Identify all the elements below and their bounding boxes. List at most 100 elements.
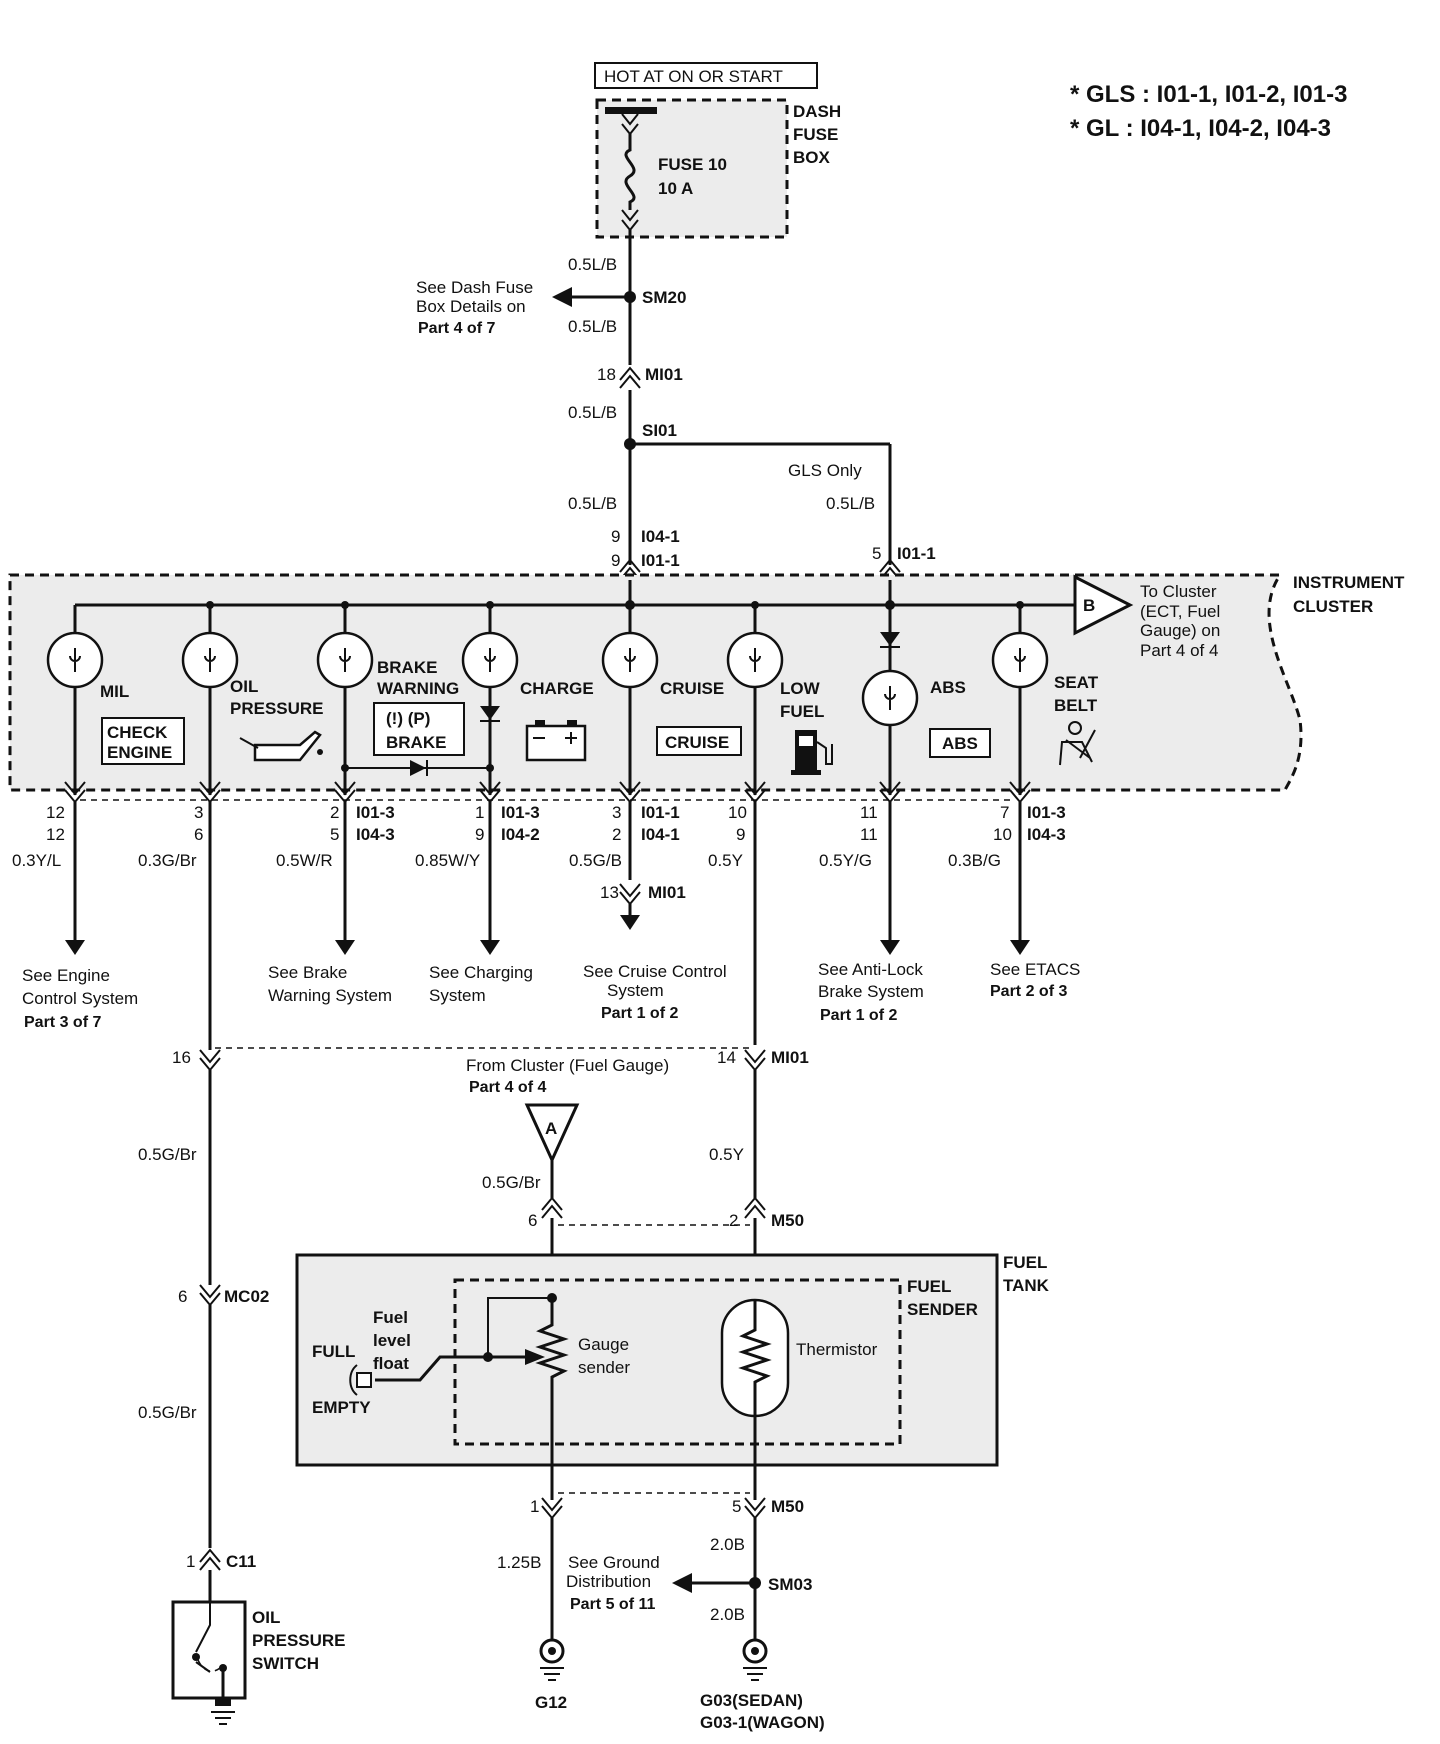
brake-box-label: BRAKE <box>386 733 446 752</box>
to-cluster-4: Part 4 of 4 <box>1140 641 1218 660</box>
see-fuse-3: Part 4 of 7 <box>418 320 495 337</box>
oil-label-2: PRESSURE <box>230 699 324 718</box>
wire-0.5lb-5: 0.5L/B <box>826 494 875 513</box>
empty-label: EMPTY <box>312 1398 371 1417</box>
mil-dest-3: Part 3 of 7 <box>24 1014 101 1031</box>
fuel-tank: FUEL TANK FUEL SENDER Fuel level float F… <box>295 1253 1050 1500</box>
oil-switch-2: PRESSURE <box>252 1631 346 1650</box>
feed-wiring <box>552 230 901 581</box>
fuel-sender-1: FUEL <box>907 1277 951 1296</box>
cruise-pin-gls: 3 <box>612 803 621 822</box>
seat-belt-1: SEAT <box>1054 673 1099 692</box>
arrow-down-icon <box>1010 940 1030 955</box>
to-cluster-3: Gauge) on <box>1140 621 1220 640</box>
sm03-label: SM03 <box>768 1575 812 1594</box>
si01-label: SI01 <box>642 421 677 440</box>
charge-wire: 0.85W/Y <box>415 851 480 870</box>
float-3: float <box>373 1354 409 1373</box>
fuel-sender-2: SENDER <box>907 1300 978 1319</box>
charge-pin-gl: 9 <box>475 825 484 844</box>
wire-left-lower: 0.5G/Br <box>138 1145 197 1164</box>
oil-switch-3: SWITCH <box>252 1654 319 1673</box>
brake-symbols: (!) (P) <box>386 709 430 728</box>
cluster-name-2: CLUSTER <box>1293 597 1373 616</box>
fuel-pump-icon <box>791 730 833 775</box>
battery-icon <box>525 720 587 762</box>
cruise-dest-2: System <box>607 981 664 1000</box>
cruise-pin-gl: 2 <box>612 825 621 844</box>
mil-pin-gl: 12 <box>46 825 65 844</box>
pin2: 2 <box>729 1211 738 1230</box>
belt-dest-1: See ETACS <box>990 960 1080 979</box>
i01-1-label: I01-1 <box>641 551 680 570</box>
pin-i01-1: 9 <box>611 551 620 570</box>
arrow-down-icon <box>620 915 640 930</box>
brake-pin-gls: 2 <box>330 803 339 822</box>
abs-diode-icon <box>880 632 900 646</box>
abs-pin-gl: 11 <box>860 825 878 844</box>
model-legend: * GLS : I01-1, I01-2, I01-3 * GL : I04-1… <box>1070 81 1347 142</box>
fuel-tank-2: TANK <box>1003 1276 1050 1295</box>
b-offpage-triangle <box>1073 574 1134 636</box>
fuse-name: FUSE 10 <box>658 155 727 174</box>
lowfuel-wire: 0.5Y <box>708 851 743 870</box>
full-label: FULL <box>312 1342 355 1361</box>
a-letter: A <box>545 1119 557 1138</box>
mil-dest-1: See Engine <box>22 966 110 985</box>
see-ground-3: Part 5 of 11 <box>570 1596 655 1613</box>
ground-g03-icon <box>742 1638 768 1681</box>
arrow-left-icon <box>552 287 572 307</box>
gauge-sender-1: Gauge <box>578 1335 629 1354</box>
brake-warning-1: BRAKE <box>377 658 437 677</box>
see-ground-1: See Ground <box>568 1553 660 1572</box>
m50-lower: M50 <box>771 1497 804 1516</box>
abs-dest-1: See Anti-Lock <box>818 960 923 979</box>
legend-gls: * GLS : I01-1, I01-2, I01-3 <box>1070 81 1347 108</box>
bulb-charge-icon <box>461 631 519 689</box>
cruise-dest-3: Part 1 of 2 <box>601 1005 678 1022</box>
arrow-down-icon <box>480 940 500 955</box>
bulb-low-fuel-icon <box>726 631 784 689</box>
mil-wire: 0.3Y/L <box>12 851 61 870</box>
charge-pin-gls: 1 <box>475 803 484 822</box>
pin-i01-1-right: 5 <box>872 544 881 563</box>
i04-1-label: I04-1 <box>641 527 680 546</box>
cruise-conn-gl: I04-1 <box>641 825 680 844</box>
belt-pin-gl: 10 <box>993 825 1012 844</box>
arrow-down-icon <box>335 940 355 955</box>
cruise-dest-1: See Cruise Control <box>583 962 727 981</box>
bulb-brake-icon <box>316 631 374 689</box>
seat-belt-2: BELT <box>1054 696 1098 715</box>
low-fuel-1: LOW <box>780 679 821 698</box>
hot-at-on-label-group: HOT AT ON OR START <box>594 62 818 89</box>
wire-0.5lb-2: 0.5L/B <box>568 317 617 336</box>
abs-pin-gls: 11 <box>860 803 878 822</box>
to-cluster-1: To Cluster <box>1140 582 1217 601</box>
fuse-rating: 10 A <box>658 179 693 198</box>
abs-dest-3: Part 1 of 2 <box>820 1007 897 1024</box>
g03-label-1: G03(SEDAN) <box>700 1691 803 1710</box>
g03-label-2: G03-1(WAGON) <box>700 1713 825 1732</box>
mc02-label: MC02 <box>224 1287 269 1306</box>
cruise-mi01-label: MI01 <box>648 883 686 902</box>
brake-warning-2: WARNING <box>377 679 459 698</box>
mi01-cruise-connector-icon <box>619 883 641 906</box>
belt-conn-gl: I04-3 <box>1027 825 1066 844</box>
instrument-cluster: INSTRUMENT CLUSTER B To Cluster (ECT, Fu… <box>8 573 1405 804</box>
seat-belt-icon <box>1059 721 1096 766</box>
bulb-seat-belt-icon <box>991 631 1049 689</box>
wiper-arrow-icon <box>525 1349 545 1365</box>
belt-conn-gls: I01-3 <box>1027 803 1066 822</box>
cruise-mi01-pin: 13 <box>600 883 619 902</box>
fuel-tank-1: FUEL <box>1003 1253 1047 1272</box>
m50-6-connector-icon <box>541 1196 563 1219</box>
arrow-down-icon <box>65 940 85 955</box>
cluster-name-1: INSTRUMENT <box>1293 573 1405 592</box>
float-1: Fuel <box>373 1308 408 1327</box>
dash-fuse-box-label-2: FUSE <box>793 125 838 144</box>
mil-label: MIL <box>100 682 129 701</box>
mi01-16-connector-icon <box>199 1049 221 1072</box>
bulb-abs-icon <box>861 669 919 727</box>
mc02-pin: 6 <box>178 1287 187 1306</box>
hot-at-on-label: HOT AT ON OR START <box>604 67 783 86</box>
